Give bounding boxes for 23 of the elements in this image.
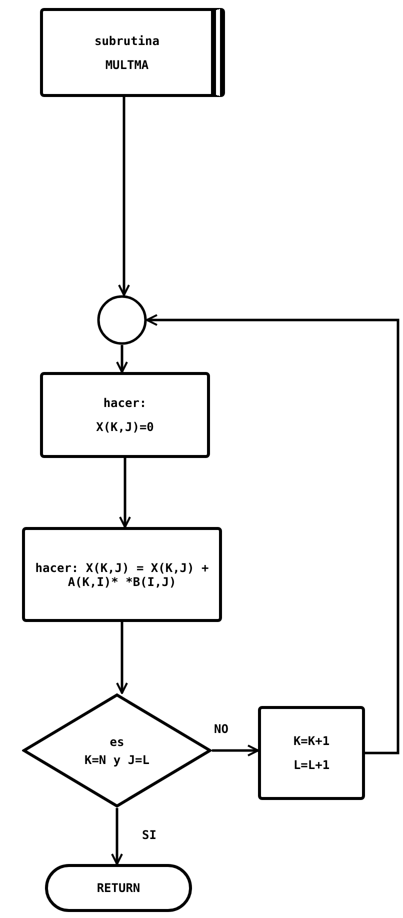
arrow bbox=[116, 622, 128, 694]
heading-text: subrutina bbox=[93, 34, 161, 48]
node-text: hacer: X(K,J) = X(K,J) + A(K,I)* *B(I,J) bbox=[34, 560, 210, 588]
node-text: X(K,J)=0 bbox=[95, 420, 155, 434]
arrow bbox=[119, 458, 131, 528]
arrow bbox=[111, 808, 123, 865]
heading-text: hacer: bbox=[102, 396, 148, 410]
heading-text: es bbox=[108, 734, 126, 748]
arrow bbox=[116, 345, 128, 373]
heading-text: K=K+1 bbox=[292, 734, 331, 748]
process-box bbox=[258, 706, 365, 800]
node-text: L=L+1 bbox=[292, 758, 331, 772]
process-box bbox=[40, 372, 210, 458]
node-text: RETURN bbox=[96, 881, 142, 895]
edge-label: NO bbox=[212, 722, 230, 736]
arrow bbox=[146, 314, 400, 754]
edge-label: SI bbox=[140, 828, 158, 842]
node-text: K=N y J=L bbox=[83, 752, 151, 766]
arrow bbox=[212, 744, 259, 756]
arrow bbox=[118, 97, 130, 296]
process-box bbox=[22, 527, 222, 622]
subroutine-box bbox=[40, 8, 225, 97]
node-text: MULTMA bbox=[104, 58, 150, 72]
